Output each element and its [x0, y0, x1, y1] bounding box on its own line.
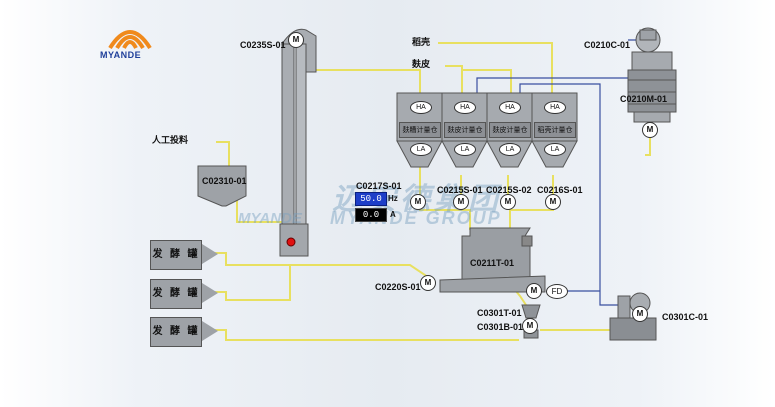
blower-motor-button[interactable]: M — [632, 306, 648, 322]
bin-3-name: 麸皮计量仓 — [489, 122, 531, 138]
fermenter-1[interactable]: 发 酵 罐 — [150, 240, 218, 270]
bin-1-high-alarm[interactable]: HA — [410, 101, 432, 114]
bin-2-name: 麸皮计量仓 — [444, 122, 486, 138]
screw-2-motor-button[interactable]: M — [453, 194, 469, 210]
conveyor-drive-motor-button[interactable]: M — [526, 283, 542, 299]
rotary-valve-motor-button[interactable]: M — [522, 318, 538, 334]
bin-3-low-alarm[interactable]: LA — [499, 143, 521, 156]
bin-3-high-alarm[interactable]: HA — [499, 101, 521, 114]
filter-fan-graphic — [627, 27, 677, 123]
current-unit: A — [390, 210, 396, 219]
bin-2-high-alarm[interactable]: HA — [454, 101, 476, 114]
brand-name: MYANDE — [100, 50, 142, 60]
manual-hopper-graphic — [197, 165, 247, 207]
rotary-valve-tag: C0301T-01 — [477, 308, 522, 318]
label-rice-husk: 稻壳 — [412, 38, 431, 48]
blower-tag: C0301C-01 — [662, 312, 709, 322]
bin-1-low-alarm[interactable]: LA — [410, 143, 432, 156]
current-display: 0.0 — [355, 208, 387, 222]
elevator-motor-button[interactable]: M — [288, 32, 304, 48]
screw-4-motor-button[interactable]: M — [545, 194, 561, 210]
filter-motor-button[interactable]: M — [642, 122, 658, 138]
bucket-elevator-graphic — [279, 28, 317, 257]
manual-hopper-tag: C02310-01 — [202, 176, 247, 186]
blower-valve-tag: C0301B-01 — [477, 322, 524, 332]
mixer-tag: C0211T-01 — [470, 258, 515, 268]
elevator-tag: C0235S-01 — [240, 40, 286, 50]
screw-conveyor-graphic — [439, 275, 546, 293]
conveyor-motor-button[interactable]: M — [420, 275, 436, 291]
fermenter-2[interactable]: 发 酵 罐 — [150, 279, 218, 309]
fermenter-3[interactable]: 发 酵 罐 — [150, 317, 218, 347]
myande-logo-icon — [108, 30, 152, 50]
fd-indicator[interactable]: FD — [546, 284, 568, 299]
bin-4-low-alarm[interactable]: LA — [544, 143, 566, 156]
watermark-left: MYANDE — [238, 210, 302, 227]
bin-2-low-alarm[interactable]: LA — [454, 143, 476, 156]
mixer-graphic — [461, 227, 533, 281]
screw-1-motor-button[interactable]: M — [410, 194, 426, 210]
rotary-valve-graphic — [521, 304, 541, 339]
label-manual-feed: 人工投料 — [152, 136, 189, 146]
bin-1-name: 麸糟计量仓 — [399, 122, 441, 138]
bin-4-high-alarm[interactable]: HA — [544, 101, 566, 114]
conveyor-tag: C0220S-01 — [375, 282, 421, 292]
screw-3-motor-button[interactable]: M — [500, 194, 516, 210]
fan-tag: C0210C-01 — [584, 40, 631, 50]
screw-2-tag: C0215S-01 — [437, 185, 483, 195]
freq-unit: Hz — [388, 194, 398, 203]
bin-4-name: 稻壳计量仓 — [534, 122, 576, 138]
label-bran: 麸皮 — [412, 60, 431, 70]
screw-3-tag: C0215S-02 — [486, 185, 532, 195]
screw-1-tag: C0217S-01 — [356, 181, 402, 191]
screw-4-tag: C0216S-01 — [537, 185, 583, 195]
material-pipes — [210, 42, 651, 341]
freq-display: 50.0 — [355, 192, 387, 206]
filter-tag: C0210M-01 — [620, 94, 668, 104]
